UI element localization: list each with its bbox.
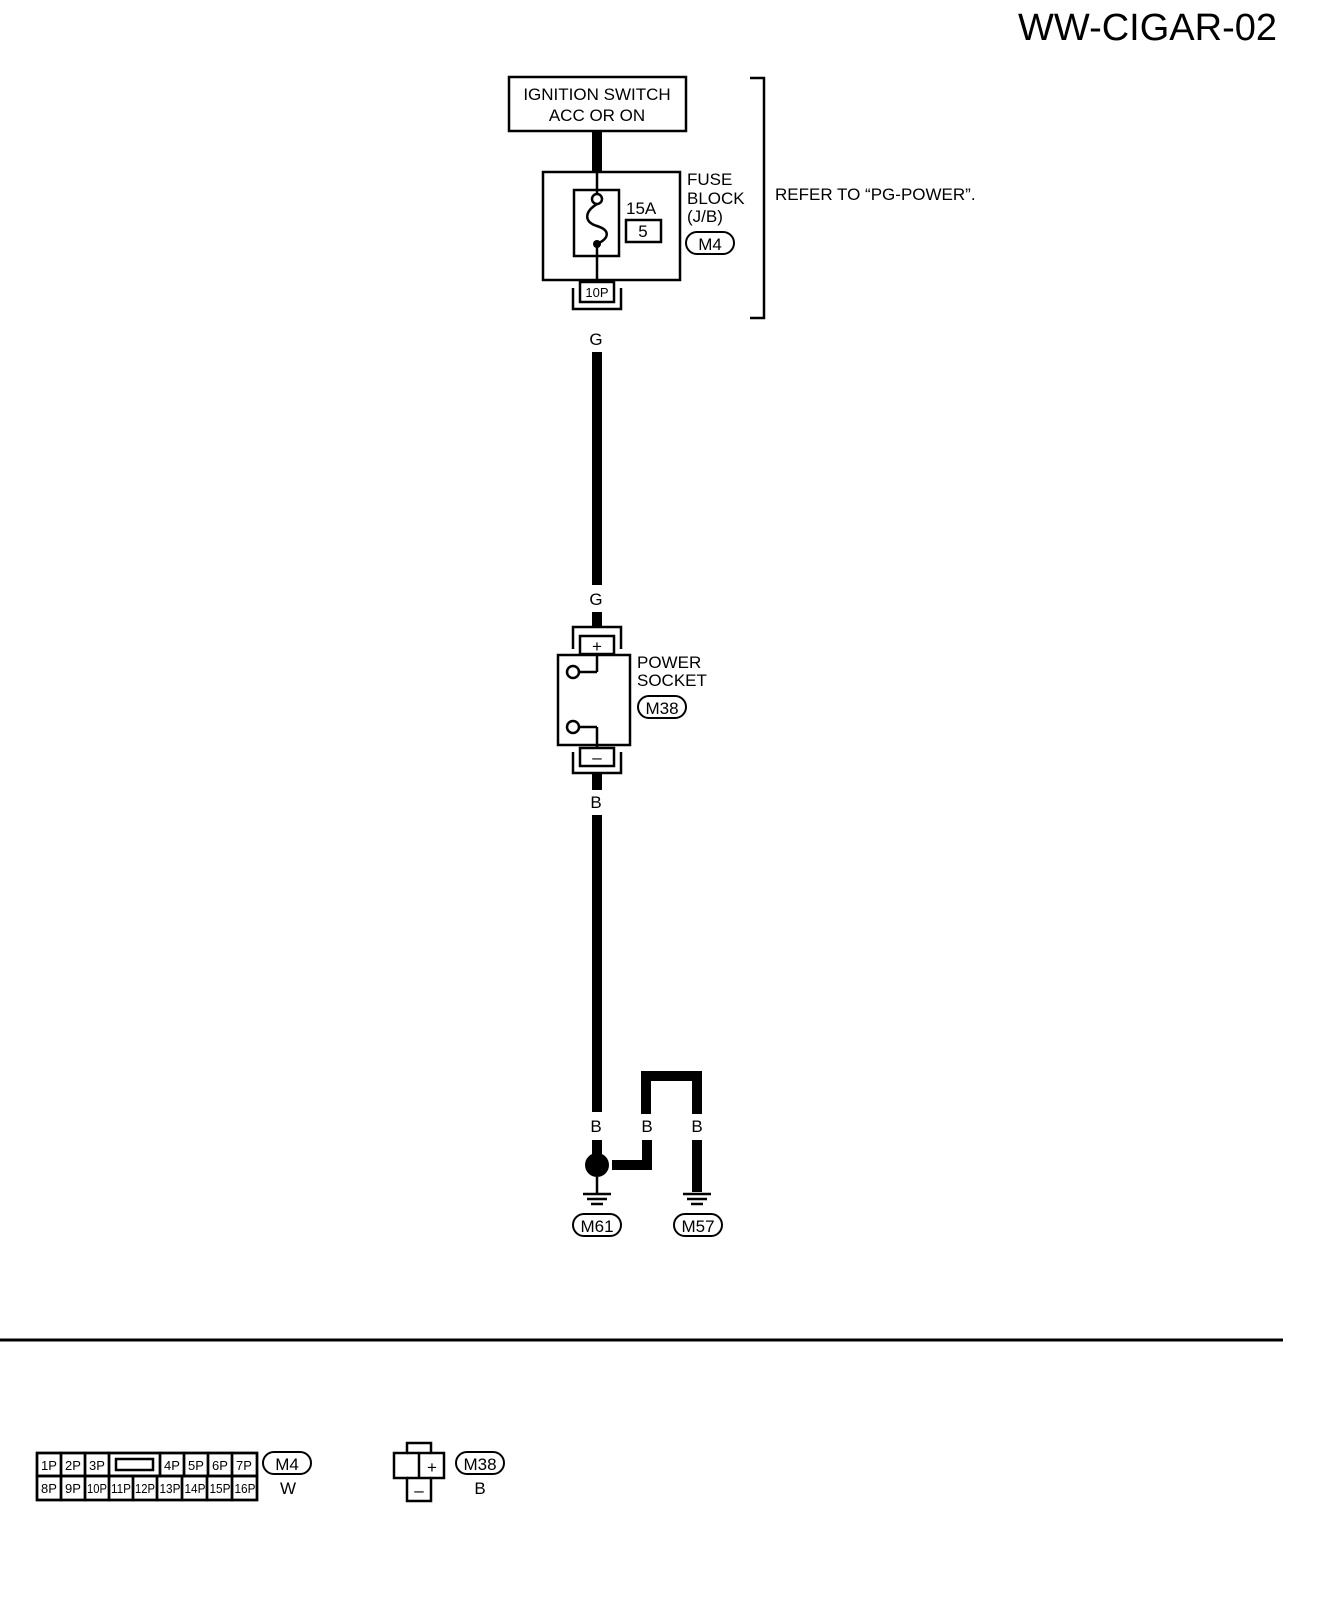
m4-pin-3: 3P xyxy=(89,1458,105,1473)
wire-color-b-ground-a: B xyxy=(590,1117,601,1136)
ground-badge-right: M57 xyxy=(673,1213,723,1237)
m4-pin-1: 1P xyxy=(41,1458,57,1473)
m4-pin-5: 5P xyxy=(188,1458,204,1473)
wire-color-b-ground-c: B xyxy=(691,1117,702,1136)
wire-color-b-socket: B xyxy=(590,793,601,812)
m4-pin-16: 16P xyxy=(235,1481,256,1496)
fuse-block: 15A 5 10P xyxy=(541,170,682,311)
ignition-switch: IGNITION SWITCH ACC OR ON xyxy=(507,75,688,133)
fuse-terminal-label: 10P xyxy=(585,285,608,300)
ground-badge-left: M61 xyxy=(572,1213,622,1237)
m4-pin-8: 8P xyxy=(41,1481,57,1496)
ignition-label-line1: IGNITION SWITCH xyxy=(523,85,670,104)
power-socket: + – xyxy=(556,625,632,775)
power-socket-label-1: POWER xyxy=(637,653,701,672)
wire-color-g-top: G xyxy=(589,330,602,349)
fuse-rating: 15A xyxy=(626,199,657,218)
fuse-block-connector-id: M4 xyxy=(698,235,722,254)
m4-pin-14: 14P xyxy=(185,1481,206,1496)
wire-color-g-bottom: G xyxy=(589,590,602,609)
m38-minus-pin: – xyxy=(414,1481,424,1500)
m4-pin-9: 9P xyxy=(65,1481,81,1496)
m4-pin-11: 11P xyxy=(111,1481,131,1496)
connector-m38-face: + – xyxy=(392,1441,446,1503)
socket-minus-terminal: – xyxy=(592,748,602,767)
m4-pin-12: 12P xyxy=(135,1481,155,1496)
power-socket-label-2: SOCKET xyxy=(637,671,707,690)
fuse-block-label-3: (J/B) xyxy=(687,207,723,226)
ignition-label-line2: ACC OR ON xyxy=(549,106,645,125)
fuse-number: 5 xyxy=(638,222,647,241)
connector-m4-color: W xyxy=(280,1479,296,1498)
power-socket-connector-badge: M38 xyxy=(637,695,687,719)
ground-icon-right xyxy=(683,1192,711,1206)
fuse-block-label-1: FUSE xyxy=(687,170,732,189)
connector-m4-badge: M4 xyxy=(262,1451,312,1475)
splice-point xyxy=(585,1153,609,1177)
ground-id-right: M57 xyxy=(681,1217,714,1236)
m4-pin-2: 2P xyxy=(65,1458,81,1473)
reference-bracket xyxy=(750,76,766,320)
connector-m4-id: M4 xyxy=(275,1455,299,1474)
ground-id-left: M61 xyxy=(580,1217,613,1236)
connector-m38-badge: M38 xyxy=(455,1451,505,1475)
m4-pin-10: 10P xyxy=(87,1481,107,1496)
m4-pin-7: 7P xyxy=(236,1458,252,1473)
m4-pin-6: 6P xyxy=(212,1458,228,1473)
ground-icon-left xyxy=(583,1192,611,1206)
connector-m38-id: M38 xyxy=(463,1455,496,1474)
m4-pin-15: 15P xyxy=(210,1481,231,1496)
power-socket-connector-id: M38 xyxy=(645,699,678,718)
socket-plus-terminal: + xyxy=(592,637,602,656)
m4-pin-13: 13P xyxy=(160,1481,181,1496)
fuse-block-label-2: BLOCK xyxy=(687,189,745,208)
wire-color-b-ground-b: B xyxy=(641,1117,652,1136)
fuse-icon xyxy=(586,202,608,246)
reference-note: REFER TO “PG-POWER”. xyxy=(775,185,976,204)
page-code: WW-CIGAR-02 xyxy=(1018,7,1277,49)
m38-plus-pin: + xyxy=(427,1458,437,1477)
wire-b-jumper xyxy=(612,1140,652,1170)
fuse-block-connector-badge: M4 xyxy=(685,231,735,255)
m4-pin-4: 4P xyxy=(164,1458,180,1473)
connector-m38-color: B xyxy=(474,1479,485,1498)
connector-m4-face: 1P 2P 3P 4P 5P 6P 7P 8P 9P 10P 11P 12P 1… xyxy=(35,1451,259,1502)
